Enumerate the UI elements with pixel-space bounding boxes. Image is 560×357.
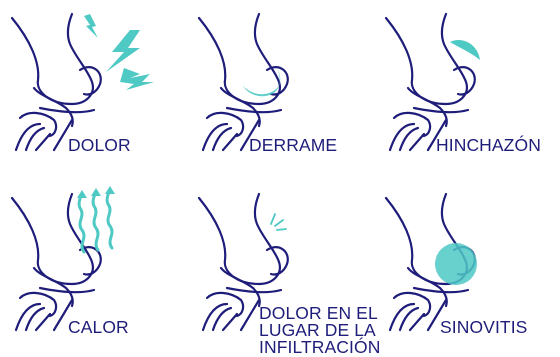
panel-calor: CALOR bbox=[0, 180, 186, 357]
panel-sinovitis: SINOVITIS bbox=[374, 180, 560, 357]
knee-joint-icon bbox=[384, 12, 476, 152]
panel-label: SINOVITIS bbox=[440, 317, 528, 337]
panel-hinchazon: HINCHAZÓN bbox=[374, 0, 560, 178]
panel-derrame: DERRAME bbox=[187, 0, 373, 178]
injection-site-icon bbox=[270, 213, 287, 231]
panel-label: DOLOR bbox=[68, 135, 131, 155]
panel-label: DOLOR EN EL LUGAR DE LA INFILTRACIÓN bbox=[259, 303, 381, 357]
knee-joint-icon bbox=[10, 192, 102, 332]
panel-label: CALOR bbox=[68, 317, 129, 337]
panel-dolor: DOLOR bbox=[0, 0, 186, 178]
heat-waves-icon bbox=[77, 186, 115, 254]
knee-joint-icon bbox=[10, 12, 102, 152]
synovitis-icon bbox=[435, 243, 477, 285]
panel-label: DERRAME bbox=[249, 135, 338, 155]
knee-joint-icon bbox=[197, 192, 289, 332]
panel-dolor-infiltracion: DOLOR EN EL LUGAR DE LA INFILTRACIÓN bbox=[187, 180, 380, 357]
swelling-icon bbox=[450, 40, 480, 60]
knee-joint-icon bbox=[197, 12, 289, 152]
panel-label: HINCHAZÓN bbox=[436, 135, 541, 155]
lightning-bolts-icon bbox=[84, 14, 154, 90]
